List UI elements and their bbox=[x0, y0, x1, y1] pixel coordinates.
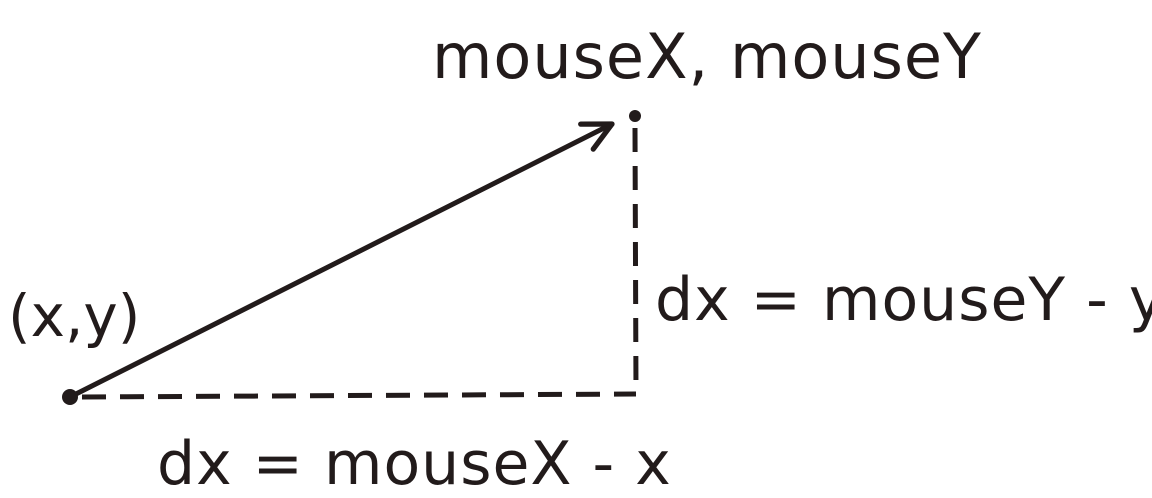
target-point bbox=[629, 110, 641, 122]
vertical-delta-label: dx = mouseY - y bbox=[655, 265, 1152, 335]
target-label: mouseX, mouseY bbox=[432, 20, 982, 93]
horizontal-dashed-leg bbox=[81, 391, 637, 400]
vertical-dashed-leg bbox=[632, 127, 639, 395]
origin-point bbox=[62, 389, 78, 405]
horizontal-delta-label: dx = mouseX - x bbox=[157, 429, 672, 498]
vector-arrow bbox=[67, 121, 615, 400]
origin-label: (x,y) bbox=[8, 282, 140, 350]
